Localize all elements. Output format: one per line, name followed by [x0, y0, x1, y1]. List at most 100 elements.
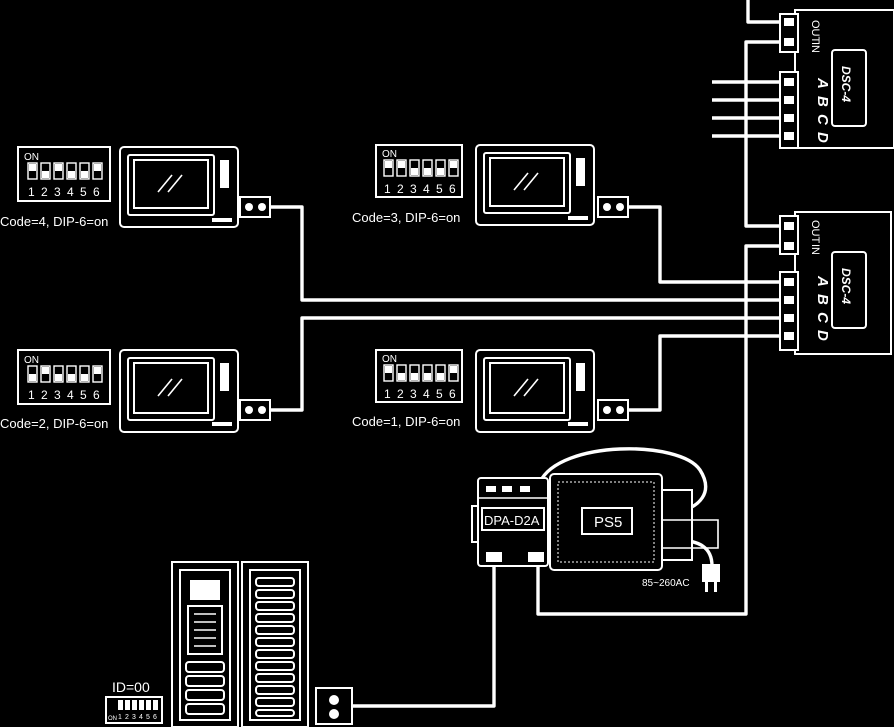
svg-text:D: D [814, 132, 831, 143]
dip-levers [118, 700, 158, 710]
dip-switch: ON 1 2 3 4 5 6 [17, 349, 111, 405]
svg-text:3: 3 [410, 387, 417, 401]
monitor-4: ON 1 2 3 4 5 6 Code=4, DIP-6=on [0, 146, 271, 229]
dsc-out-label: OUT [809, 20, 821, 44]
dip-numbers: 1 2 3 4 5 6 [118, 714, 157, 721]
wire-monitor-3 [628, 205, 780, 284]
dip-numbers: 1 2 3 4 5 6 [28, 185, 100, 199]
ac-plug-icon [702, 564, 720, 592]
svg-text:4: 4 [423, 387, 430, 401]
terminal-block [239, 196, 271, 218]
wires [270, 0, 782, 708]
svg-text:B: B [814, 96, 831, 107]
svg-text:6: 6 [93, 388, 100, 402]
dip-levers [27, 365, 103, 383]
svg-text:2: 2 [41, 185, 48, 199]
svg-text:3: 3 [54, 185, 61, 199]
speaker-grille [194, 613, 216, 647]
svg-text:2: 2 [41, 388, 48, 402]
rail [662, 519, 719, 549]
door-station [171, 561, 239, 727]
dip-on-label: ON [108, 716, 117, 722]
dsc-badge [831, 251, 867, 329]
dsc-name: DSC-4 [839, 268, 853, 304]
door-id-label: ID=00 [112, 679, 150, 695]
svg-text:5: 5 [80, 388, 87, 402]
terminal-block [597, 196, 629, 218]
svg-text:2: 2 [125, 714, 129, 721]
svg-text:5: 5 [80, 185, 87, 199]
ac-input-label: 85~260AC [642, 578, 690, 589]
dsc-out-label: OUT [809, 220, 821, 244]
svg-text:1: 1 [28, 185, 35, 199]
svg-text:C: C [814, 114, 831, 126]
dip-levers [383, 364, 459, 382]
supply-name: PS5 [594, 514, 622, 531]
dsc-port-labels: A B C D [814, 275, 831, 341]
monitor-code-label: Code=1, DIP-6=on [352, 414, 460, 429]
dsc-terminal-strip [779, 13, 799, 149]
dsc-terminal-strip [779, 215, 799, 351]
svg-text:5: 5 [146, 714, 150, 721]
svg-text:4: 4 [67, 185, 74, 199]
monitor-2: ON 1 2 3 4 5 6 Code=2, DIP-6=on [0, 349, 271, 433]
svg-text:5: 5 [436, 182, 443, 196]
terminal-block [239, 399, 271, 421]
wire-cascade-top [746, 0, 782, 24]
dip-on-label: ON [382, 149, 397, 160]
dsc-badge [831, 49, 867, 127]
svg-text:4: 4 [423, 182, 430, 196]
svg-text:1: 1 [384, 182, 391, 196]
svg-text:D: D [814, 330, 831, 341]
svg-text:A: A [814, 275, 831, 287]
dip-levers [383, 159, 459, 177]
svg-text:2: 2 [397, 182, 404, 196]
svg-text:2: 2 [397, 387, 404, 401]
svg-text:1: 1 [28, 388, 35, 402]
dsc-in-label: IN [809, 244, 821, 255]
monitor-unit [119, 146, 239, 228]
door-terminal-block [315, 687, 353, 725]
svg-text:6: 6 [449, 182, 456, 196]
dsc-4-distributor-2: OUT IN A B C D DSC-4 [779, 211, 892, 355]
door-station-dip-switch: ID=00 ON 1 2 3 4 5 6 [105, 679, 163, 724]
monitor-1: ON 1 2 3 4 5 6 Code=1, DIP-6=on [352, 349, 629, 433]
svg-text:3: 3 [410, 182, 417, 196]
svg-text:4: 4 [67, 388, 74, 402]
dip-numbers: 1 2 3 4 5 6 [28, 388, 100, 402]
ps5-power-supply: PS5 [549, 473, 693, 571]
dip-on-label: ON [24, 355, 39, 366]
svg-text:1: 1 [118, 714, 122, 721]
svg-text:6: 6 [449, 387, 456, 401]
dip-switch: ON 1 2 3 4 5 6 [375, 349, 463, 403]
svg-text:B: B [814, 294, 831, 305]
dip-levers [27, 162, 103, 180]
wire-door-station [352, 565, 496, 708]
dsc-in-label: IN [809, 42, 821, 53]
dip-on-label: ON [382, 354, 397, 365]
wire-monitor-2 [270, 316, 780, 412]
svg-text:6: 6 [93, 185, 100, 199]
dsc-port-labels: A B C D [814, 77, 831, 143]
dpa-d2a-adapter: DPA-D2A [471, 477, 549, 567]
dip-switch: ON 1 2 3 4 5 6 [375, 144, 463, 198]
monitor-code-label: Code=2, DIP-6=on [0, 416, 108, 431]
wire-power-bus [536, 244, 782, 616]
dsc-name: DSC-4 [839, 66, 853, 102]
dsc-4-distributor-1: OUT IN A B C D DSC-4 [779, 9, 894, 149]
monitor-3: ON 1 2 3 4 5 6 Code=3, DIP-6=on [352, 144, 629, 226]
monitor-unit [475, 349, 595, 433]
monitor-code-label: Code=4, DIP-6=on [0, 214, 108, 229]
dip-switch: ON 1 2 3 4 5 6 [17, 146, 111, 202]
svg-text:C: C [814, 312, 831, 324]
wire-monitor-4 [270, 205, 780, 302]
terminal-block [597, 399, 629, 421]
wire-cascade-mid [744, 40, 782, 228]
svg-text:3: 3 [54, 388, 61, 402]
wire-ps5-loop [538, 447, 708, 514]
svg-text:A: A [814, 77, 831, 89]
svg-text:6: 6 [153, 714, 157, 721]
svg-text:3: 3 [132, 714, 136, 721]
svg-text:4: 4 [139, 714, 143, 721]
